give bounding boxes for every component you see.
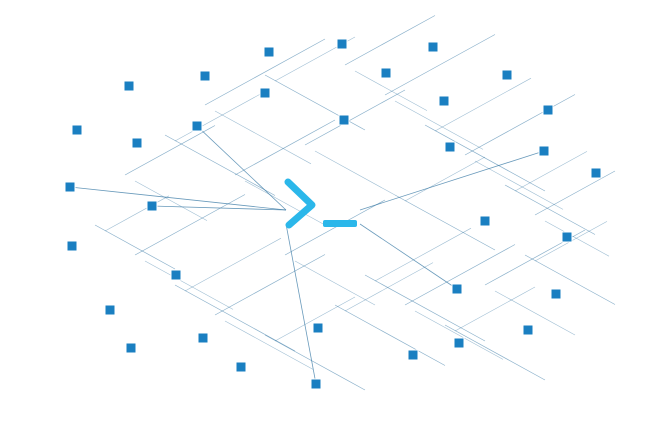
grid-line (294, 260, 376, 306)
network-node-icon (338, 114, 350, 126)
network-node-icon (64, 181, 76, 193)
grid-line (214, 110, 312, 165)
spoke-line (196, 125, 287, 211)
network-node-icon (453, 337, 465, 349)
grid-line (104, 195, 170, 232)
grid-line (384, 34, 496, 96)
grid-line (414, 310, 504, 360)
network-node-icon (590, 167, 602, 179)
grid-line (374, 227, 472, 282)
grid-line (404, 156, 486, 202)
grid-line (304, 89, 406, 146)
grid-line (204, 38, 326, 106)
network-node-icon (336, 38, 348, 50)
grid-line (514, 151, 588, 192)
network-node-icon (71, 124, 83, 136)
grid-line (164, 134, 276, 196)
network-node-icon (235, 361, 247, 373)
grid-line (434, 77, 532, 132)
grid-line (134, 180, 208, 221)
network-node-icon (427, 41, 439, 53)
grid-line (174, 92, 264, 142)
grid-line (144, 260, 234, 310)
spoke-line (151, 205, 287, 211)
grid-line (174, 284, 296, 352)
grid-line (334, 304, 446, 366)
grid-line (344, 15, 436, 66)
network-node-icon (522, 324, 534, 336)
spoke-line (359, 150, 545, 211)
grid-line (224, 320, 314, 370)
grid-line (474, 160, 564, 210)
grid-line (134, 194, 246, 256)
grid-line (364, 274, 486, 342)
network-node-icon (259, 87, 271, 99)
spoke-lines (69, 125, 545, 385)
grid-line (424, 124, 546, 192)
network-node-icon (380, 67, 392, 79)
grid-line (454, 286, 536, 332)
network-node-icon (542, 104, 554, 116)
grid-line (354, 70, 428, 111)
grid-line (284, 199, 386, 256)
grid-line (274, 296, 356, 342)
network-node-icon (550, 288, 562, 300)
network-node-icon (451, 283, 463, 295)
grid-line (234, 119, 336, 176)
network-node-icon (438, 95, 450, 107)
network-node-icon (407, 349, 419, 361)
grid-line (94, 224, 176, 270)
grid-line (244, 180, 326, 226)
grid-line (534, 170, 616, 216)
grid-line (464, 94, 576, 156)
network-node-icon (310, 378, 322, 390)
terminal-prompt-icon (284, 178, 357, 229)
grid-line (544, 220, 610, 257)
grid-line (184, 237, 282, 292)
grid-line (404, 244, 516, 306)
network-node-icon (561, 231, 573, 243)
network-node-icon (479, 215, 491, 227)
network-nodes (64, 38, 602, 390)
grid-line (494, 290, 576, 336)
grid-line (394, 100, 484, 150)
network-node-icon (444, 141, 456, 153)
grid-line (264, 74, 366, 131)
cursor-underscore-icon (323, 220, 357, 227)
grid-line (214, 254, 326, 316)
network-node-icon (146, 200, 158, 212)
network-node-icon (170, 269, 182, 281)
network-node-icon (197, 332, 209, 344)
network-node-icon (66, 240, 78, 252)
chevron-icon (284, 178, 316, 229)
spoke-line (359, 223, 458, 290)
network-node-icon (538, 145, 550, 157)
spoke-line (285, 223, 317, 385)
grid-line (264, 334, 366, 391)
network-node-icon (312, 322, 324, 334)
grid-line (394, 194, 496, 251)
spoke-line (69, 186, 287, 211)
grid-line (344, 262, 434, 312)
grid-line (524, 254, 616, 305)
network-node-icon (199, 70, 211, 82)
grid-line (124, 125, 216, 176)
grid-line (504, 184, 596, 235)
network-node-icon (104, 304, 116, 316)
network-node-icon (131, 137, 143, 149)
grid-line (444, 324, 546, 381)
grid-line (314, 150, 396, 196)
network-node-icon (125, 342, 137, 354)
grid-lines (94, 15, 616, 391)
network-node-icon (191, 120, 203, 132)
network-node-icon (501, 69, 513, 81)
network-node-icon (263, 46, 275, 58)
network-node-icon (123, 80, 135, 92)
